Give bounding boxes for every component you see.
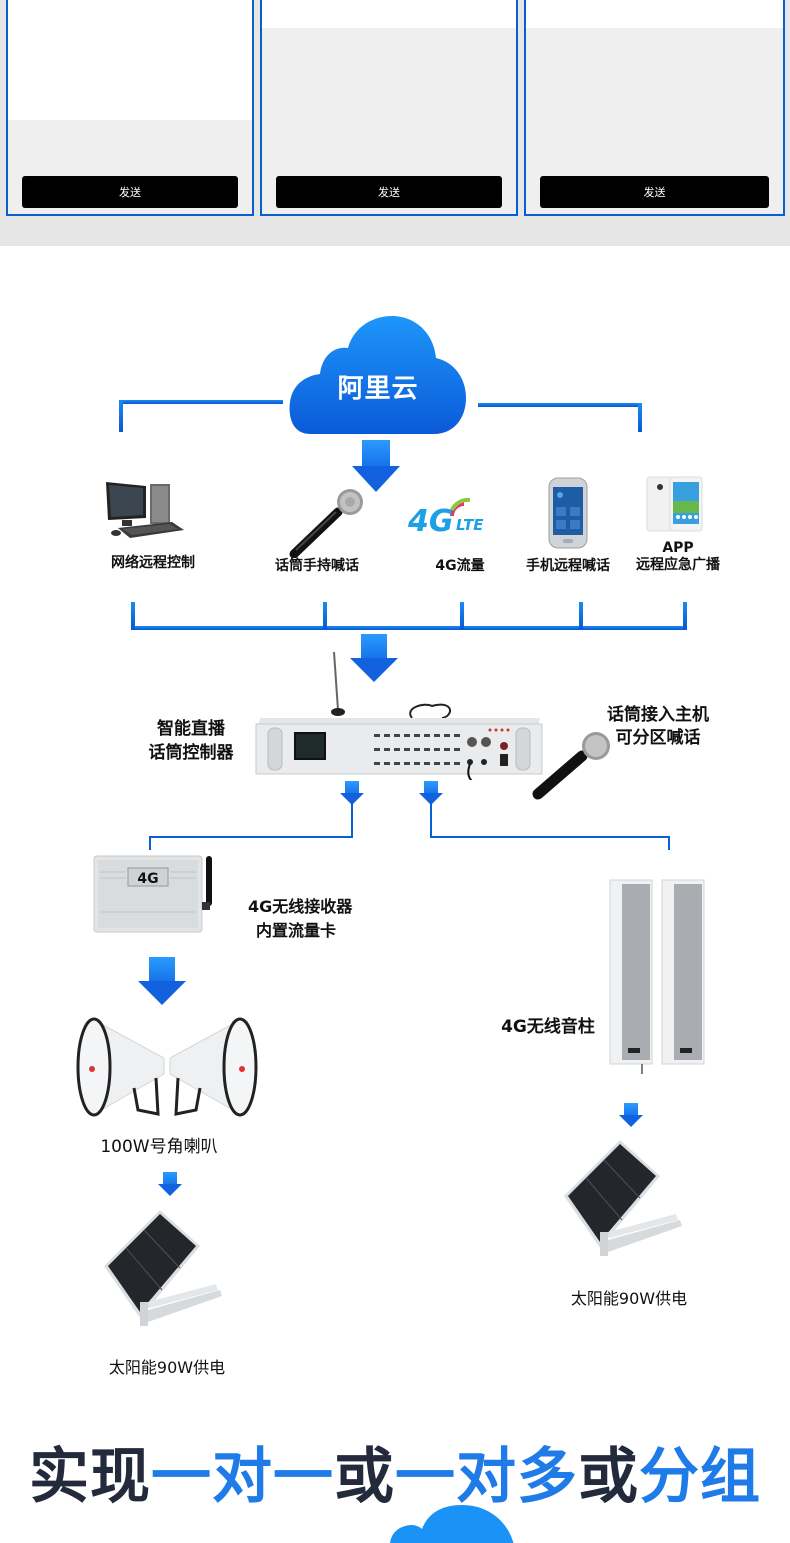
connector-line <box>579 602 583 630</box>
controller-label: 智能直播 话筒控制器 <box>148 719 234 763</box>
connector-line <box>131 626 687 630</box>
down-arrow-icon <box>619 1103 643 1129</box>
solar-panel-icon <box>104 1210 222 1326</box>
cloud-icon <box>289 316 466 434</box>
headline: 实现一对一或一对多或分组 <box>29 1442 761 1512</box>
horn-speaker-label: 100W号角喇叭 <box>100 1137 218 1157</box>
connector-line <box>460 602 464 630</box>
microphone-icon <box>532 732 610 800</box>
source-label: 话筒手持喊话 <box>275 558 359 574</box>
solar-panel-icon <box>564 1140 682 1256</box>
column-speaker-icon <box>609 879 705 1074</box>
down-arrow-icon <box>340 781 364 807</box>
connector-line <box>683 602 687 630</box>
down-arrow-icon <box>350 634 398 684</box>
connector-line <box>149 836 353 838</box>
mic-input-label: 话筒接入主机 可分区喊话 <box>607 705 709 748</box>
connector-line <box>351 800 353 838</box>
connector-line <box>119 400 123 432</box>
connector-line <box>323 602 327 630</box>
receiver-label: 4G无线接收器 内置流量卡 <box>248 897 353 940</box>
source-label: APP 远程应急广播 <box>636 540 720 573</box>
down-arrow-icon <box>352 440 400 492</box>
send-button[interactable]: 发送 <box>540 176 769 208</box>
svg-text:4G: 4G <box>137 871 158 887</box>
4g-receiver-device: 4G <box>93 855 212 933</box>
desktop-computer-icon <box>106 482 184 538</box>
phone-screen-card: 发送 <box>524 0 785 216</box>
down-arrow-icon <box>158 1172 182 1198</box>
down-arrow-icon <box>419 781 443 807</box>
send-button[interactable]: 发送 <box>276 176 502 208</box>
smartphone-app-icon <box>646 476 703 532</box>
down-arrow-icon <box>138 957 186 1007</box>
source-label: 手机远程喊话 <box>526 558 610 574</box>
cloud-label: 阿里云 <box>337 374 419 404</box>
send-button[interactable]: 发送 <box>22 176 238 208</box>
horn-speaker-icon <box>76 1017 258 1117</box>
phone-screen-card: 发送 <box>260 0 518 216</box>
source-label: 网络远程控制 <box>111 555 195 571</box>
connector-line <box>430 836 670 838</box>
source-label: 4G流量 <box>435 558 485 574</box>
phone-screenshot-strip: 发送 发送 发送 <box>0 0 790 246</box>
broadcast-controller-device <box>255 651 543 780</box>
phone-screen-card: 发送 <box>6 0 254 216</box>
column-speaker-label: 4G无线音柱 <box>501 1017 595 1037</box>
connector-line <box>430 800 432 838</box>
connector-line <box>119 400 283 404</box>
connector-line <box>478 403 642 407</box>
connector-line <box>149 836 151 850</box>
cloud-icon <box>390 1505 514 1543</box>
smartphone-icon <box>548 477 588 549</box>
connector-line <box>668 836 670 850</box>
connector-line <box>638 403 642 432</box>
4g-lte-icon: 4G LTE <box>408 494 498 544</box>
solar-power-label: 太阳能90W供电 <box>570 1289 688 1308</box>
connector-line <box>131 602 135 630</box>
microphone-icon <box>289 489 363 558</box>
solar-power-label: 太阳能90W供电 <box>108 1358 226 1377</box>
